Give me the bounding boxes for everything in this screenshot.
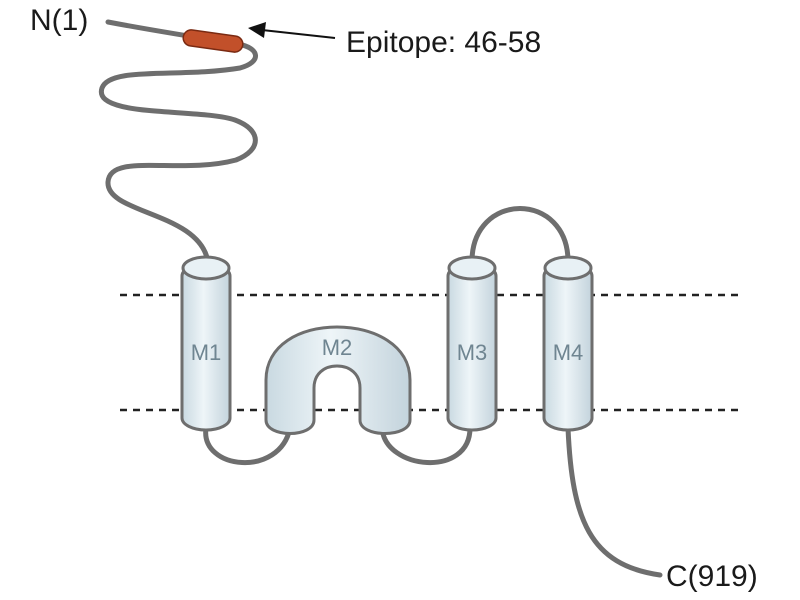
label-m1: M1 xyxy=(191,340,222,365)
n-terminus-label: N(1) xyxy=(30,4,88,37)
helix-m3 xyxy=(446,255,498,432)
label-m3: M3 xyxy=(457,340,488,365)
loop-m1-m2 xyxy=(203,425,293,465)
label-m4: M4 xyxy=(553,340,584,365)
loop-m3-m4 xyxy=(469,206,571,267)
helix-m2 xyxy=(264,325,412,435)
label-m2: M2 xyxy=(322,335,353,360)
loop-m2-m3 xyxy=(379,425,473,465)
epitope-arrow-line xyxy=(261,29,336,39)
helix-m1 xyxy=(180,255,232,432)
epitope-marker xyxy=(182,29,244,53)
c-terminal-tail xyxy=(565,425,663,578)
n-terminal-tail xyxy=(99,19,258,265)
c-terminus-label: C(919) xyxy=(666,560,758,593)
helix-m4 xyxy=(542,255,594,432)
epitope-arrow-head xyxy=(248,22,266,38)
epitope-label: Epitope: 46-58 xyxy=(346,26,541,59)
